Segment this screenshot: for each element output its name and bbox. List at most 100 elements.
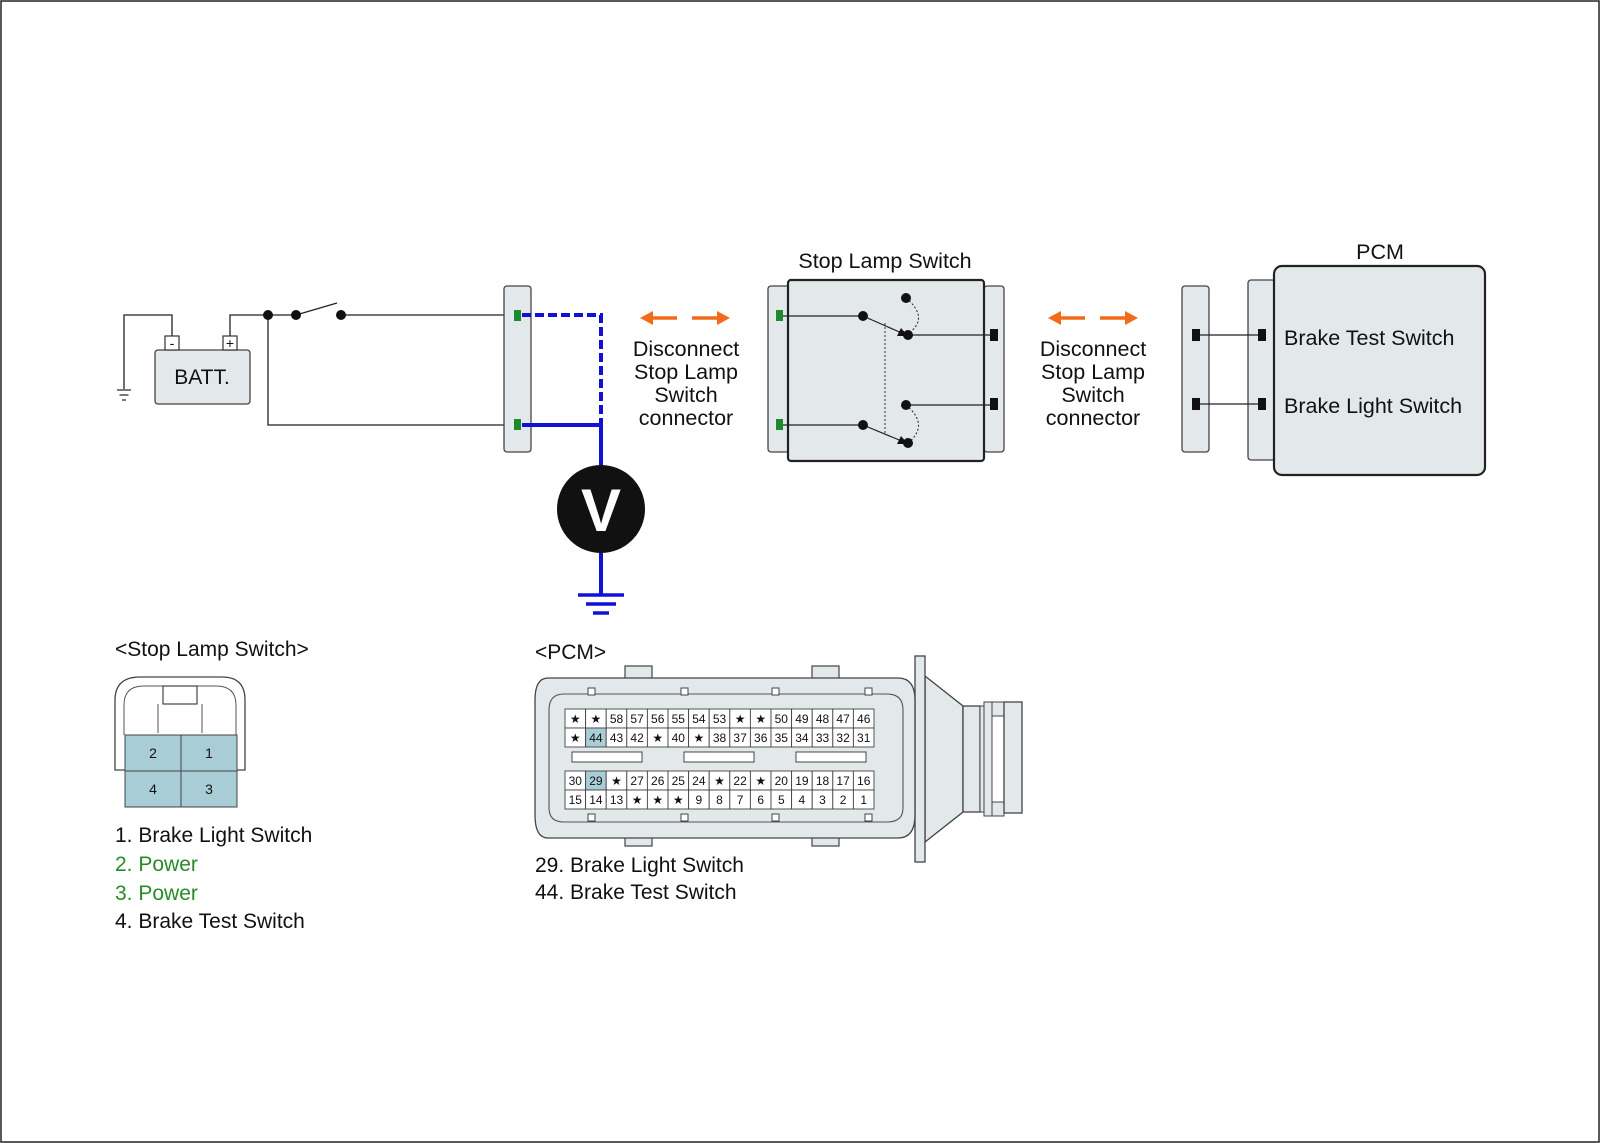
svg-text:Disconnect: Disconnect — [633, 337, 739, 361]
pcm-pin-cell — [852, 789, 875, 810]
pcm-pin-label: 42 — [630, 731, 644, 745]
pcm-pin-label: 16 — [857, 774, 871, 788]
pcm-pin-label: 46 — [857, 712, 871, 726]
pcm-pin-label: ★ — [632, 793, 643, 807]
svg-text:Stop Lamp: Stop Lamp — [634, 360, 738, 384]
terminal-green — [776, 419, 783, 430]
switch-contact — [291, 310, 301, 320]
pcm-pin-label: ★ — [755, 774, 766, 788]
terminal-green — [776, 310, 783, 321]
pcm-pin-label: 50 — [775, 712, 789, 726]
legend-item: 3. Power — [115, 882, 198, 905]
pcm-pin-label: ★ — [611, 774, 622, 788]
terminal-green — [514, 419, 521, 430]
pcm-pin-label: 15 — [569, 793, 583, 807]
pcm-pin-label: ★ — [570, 731, 581, 745]
terminal-black — [1192, 398, 1200, 410]
pcm-connector-title: <PCM> — [535, 641, 606, 664]
battery-pos-sign: + — [226, 335, 234, 351]
pcm-signal-brake-test: Brake Test Switch — [1284, 326, 1454, 350]
svg-text:Switch: Switch — [654, 383, 717, 407]
battery-label: BATT. — [174, 366, 230, 389]
legend-item: 4. Brake Test Switch — [115, 910, 305, 933]
pcm-pin-label: ★ — [570, 712, 581, 726]
pcm-pin-label: 47 — [836, 712, 850, 726]
svg-text:3: 3 — [205, 781, 213, 797]
stop-lamp-connector-face: 2 1 4 3 — [114, 676, 246, 808]
pcm-pin-label: 37 — [733, 731, 747, 745]
svg-text:2: 2 — [149, 745, 157, 761]
stop-lamp-pin-legend: 1. Brake Light Switch 2. Power 3. Power … — [115, 824, 312, 933]
legend-item: 2. Power — [115, 853, 198, 876]
battery-neg-sign: - — [170, 335, 175, 351]
ground-symbol — [117, 389, 131, 401]
pcm-pin-label: 29 — [589, 774, 603, 788]
pcm-pin-label: ★ — [673, 793, 684, 807]
legend-item: 44. Brake Test Switch — [535, 881, 737, 904]
svg-text:Switch: Switch — [1061, 383, 1124, 407]
pcm-pin-label: ★ — [694, 731, 705, 745]
pcm-pin-label: 18 — [816, 774, 830, 788]
pcm-pin-label: 54 — [692, 712, 706, 726]
terminal-black — [1192, 329, 1200, 341]
switch-contact — [336, 310, 346, 320]
pcm-pin-label: ★ — [652, 793, 663, 807]
pcm-pin-label: 49 — [795, 712, 809, 726]
battery-circuit: - + BATT. — [117, 302, 512, 426]
pcm-pin-label: 43 — [610, 731, 624, 745]
pcm-title: PCM — [1356, 240, 1404, 264]
pcm-pin-label: 13 — [610, 793, 624, 807]
terminal-black — [990, 329, 998, 341]
pin-cell — [124, 734, 182, 772]
pcm-pin-label: 58 — [610, 712, 624, 726]
voltmeter: V — [557, 465, 645, 553]
svg-text:connector: connector — [639, 406, 733, 430]
pcm-pin-label: 31 — [857, 731, 871, 745]
pcm-pin-label: 44 — [589, 731, 603, 745]
pcm-signal-brake-light: Brake Light Switch — [1284, 394, 1462, 418]
svg-text:Stop Lamp: Stop Lamp — [1041, 360, 1145, 384]
disconnect-note-right: Disconnect Stop Lamp Switch connector — [1040, 337, 1146, 430]
stop-lamp-connector-title: <Stop Lamp Switch> — [115, 638, 309, 661]
svg-text:1: 1 — [205, 745, 213, 761]
pcm-pin-label: 20 — [775, 774, 789, 788]
pcm-pin-label: 22 — [733, 774, 747, 788]
terminal-green — [514, 310, 521, 321]
pcm-pin-label: 36 — [754, 731, 768, 745]
pcm-pin-label: 38 — [713, 731, 727, 745]
voltmeter-probes — [522, 313, 624, 615]
pcm-pin-label: 53 — [713, 712, 727, 726]
pin-cell — [124, 770, 182, 808]
terminal-black — [1258, 329, 1266, 341]
pin-cell — [180, 770, 238, 808]
pcm-pin-label: 17 — [836, 774, 850, 788]
pcm-pin-label: 55 — [672, 712, 686, 726]
pcm-pin-label: 9 — [696, 793, 703, 807]
stop-lamp-switch — [767, 278, 1005, 463]
pcm-pin-label: ★ — [714, 774, 725, 788]
terminal-black — [990, 398, 998, 410]
pcm-pin-label: 24 — [692, 774, 706, 788]
harness-connector — [503, 285, 532, 453]
pcm-pin-label: 8 — [716, 793, 723, 807]
pcm-pin-label: 4 — [799, 793, 806, 807]
pcm-pin-label: 3 — [819, 793, 826, 807]
pcm-pin-label: 19 — [795, 774, 809, 788]
pcm-pin-label: 56 — [651, 712, 665, 726]
pcm-pin-label: 35 — [775, 731, 789, 745]
pcm-module: Brake Test Switch Brake Light Switch — [1181, 264, 1487, 477]
pcm-pin-label: 33 — [816, 731, 830, 745]
pcm-pin-label: ★ — [755, 712, 766, 726]
pcm-pin-legend: 29. Brake Light Switch 44. Brake Test Sw… — [535, 854, 744, 904]
pcm-pin-label: 48 — [816, 712, 830, 726]
switch-blade — [295, 302, 338, 316]
pcm-pin-label: ★ — [652, 731, 663, 745]
disconnect-arrows-left — [640, 311, 730, 325]
pcm-pin-label: 14 — [589, 793, 603, 807]
stop-lamp-switch-title: Stop Lamp Switch — [798, 249, 971, 273]
pcm-pin-label: 30 — [569, 774, 583, 788]
svg-text:Disconnect: Disconnect — [1040, 337, 1146, 361]
